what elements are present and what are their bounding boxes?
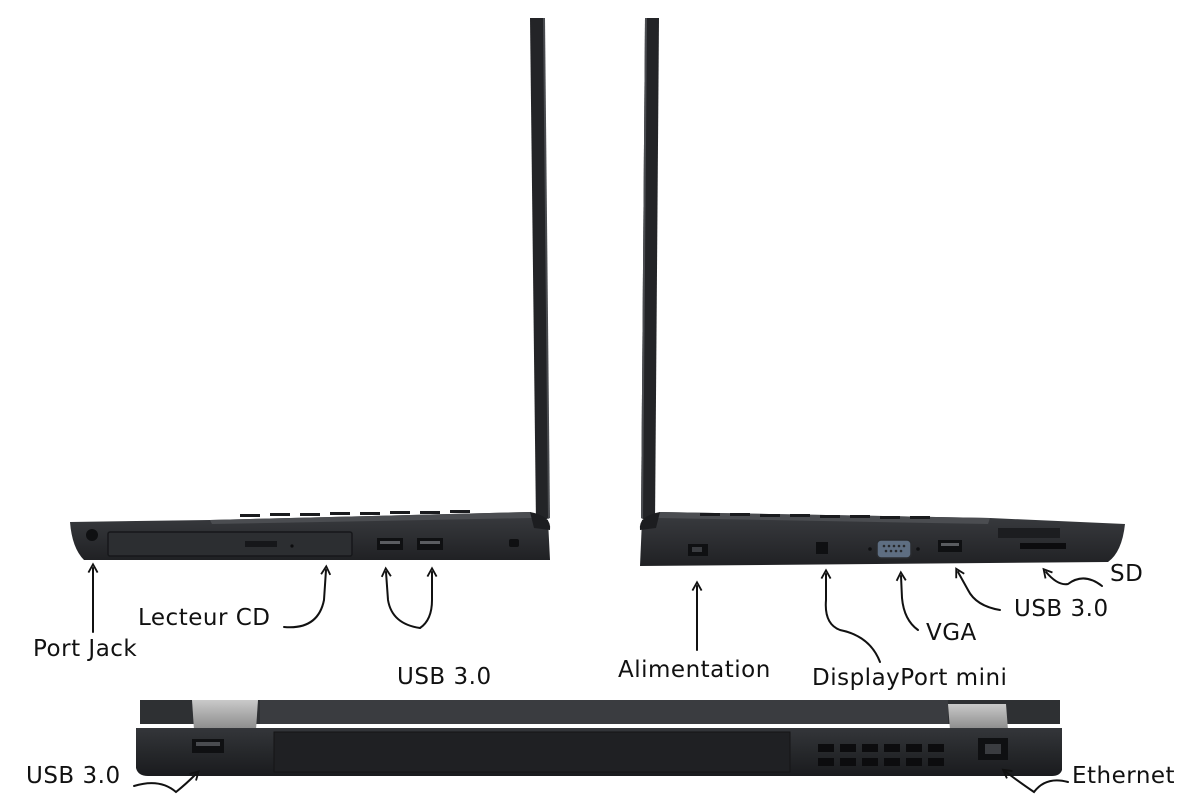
label-port-jack: Port Jack [33,636,138,662]
label-vga: VGA [926,620,977,646]
arrow-vga [901,576,919,631]
label-lecteur-cd: Lecteur CD [138,605,271,631]
hinge-right [948,704,1008,730]
base-right [640,512,1125,566]
arrow-usb-left-2 [419,572,432,629]
hinge-left [192,700,258,730]
label-usb-back: USB 3.0 [26,763,121,789]
vent-grille [818,744,944,766]
label-alimentation: Alimentation [618,657,771,683]
arrow-usb-back [133,774,196,794]
lid-left [530,18,549,524]
laptop-back-view [136,700,1062,776]
arrow-ethernet [1006,772,1069,794]
label-displayport-mini: DisplayPort mini [812,665,1008,691]
arrow-sd [1046,572,1103,587]
arrow-lecteur-cd [283,570,326,629]
label-usb-right: USB 3.0 [1014,596,1109,622]
arrow-displayport [826,574,881,663]
arrow-usb-left-1 [386,572,421,629]
arrow-usb-right [958,572,1001,611]
label-ethernet: Ethernet [1072,763,1176,789]
label-usb-left: USB 3.0 [397,664,492,690]
audio-jack-port [86,529,98,541]
label-sd: SD [1110,561,1144,587]
security-slot [509,539,519,547]
laptop-left-side [70,18,551,560]
mini-displayport-port [816,542,828,554]
laptop-right-side [639,18,1125,566]
callout-arrows [93,568,1103,794]
cd-drive [107,531,353,557]
vga-port [876,539,912,559]
sd-card-slot [1020,543,1066,549]
